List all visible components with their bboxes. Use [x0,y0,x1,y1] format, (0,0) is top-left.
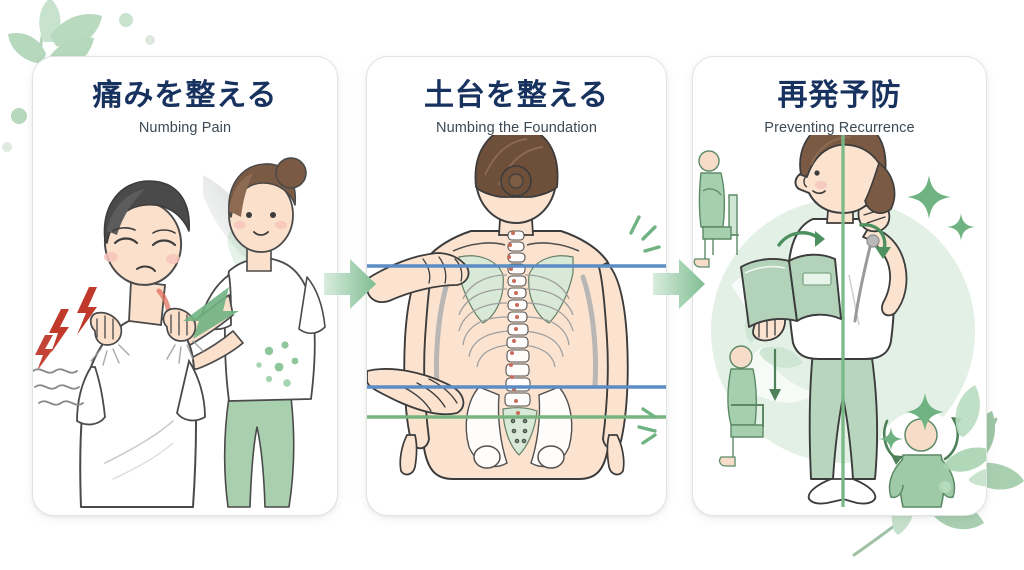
step-card-1[interactable]: 痛みを整える Numbing Pain [32,56,338,516]
skeleton-overlay [434,230,598,469]
card-2-title-en: Numbing the Foundation [436,119,597,136]
relief-particles [256,341,299,387]
card-3-header: 再発予防 Preventing Recurrence [693,79,986,136]
pain-bolt-icon [35,287,97,371]
seated-posture-icon-top [693,150,739,268]
therapist-figure [170,157,326,508]
sparkle-icons [879,175,975,451]
flow-arrow-2 [653,256,705,312]
card-1-header: 痛みを整える Numbing Pain [33,79,337,136]
seated-posture-icon-bottom [719,345,781,467]
step-card-3[interactable]: 再発予防 Preventing Recurrence [692,56,987,516]
patient-figure [76,180,206,508]
card-2-header: 土台を整える Numbing the Foundation [367,79,666,136]
therapist-hands [89,307,197,346]
card-2-title-ja: 土台を整える [423,79,610,112]
flow-arrow-1 [324,256,376,312]
card-1-title-ja: 痛みを整える [92,79,278,112]
card-2-illustration [367,135,666,515]
sparkle-marks [629,215,661,445]
spine-deviation-dots [507,231,520,415]
card-1-title-en: Numbing Pain [138,119,232,136]
pain-wave-lines [33,368,84,406]
step-card-2[interactable]: 土台を整える Numbing the Foundation [366,56,667,516]
card-corner-leaves [939,385,986,493]
relief-arrow-icon [183,287,239,339]
card-1-illustration [33,135,337,515]
therapist-hand-lowerback [367,368,465,416]
card-3-illustration [693,135,986,515]
card-3-title-en: Preventing Recurrence [764,119,915,136]
book-icon [740,253,842,328]
card-3-title-ja: 再発予防 [777,79,902,112]
